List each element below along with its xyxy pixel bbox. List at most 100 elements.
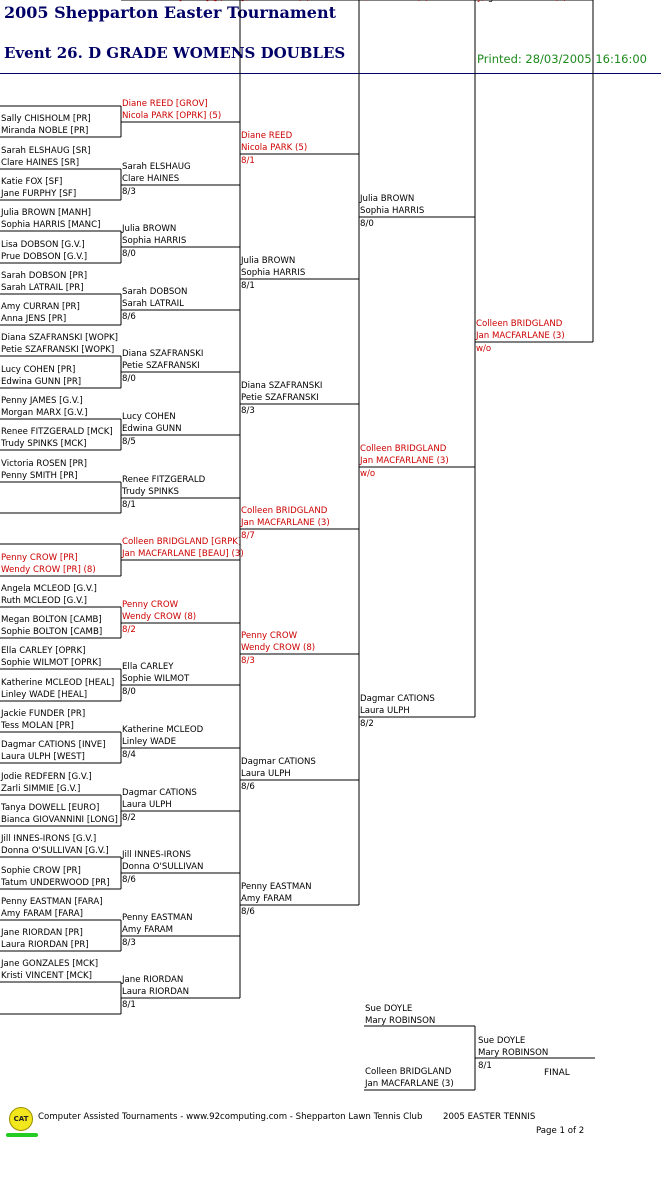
final-winner-player2: Mary ROBINSON	[478, 1048, 548, 1058]
r1-slot-6-player1: Sarah DOBSON [PR]	[1, 271, 87, 281]
r3-slot-4-player2: Wendy CROW (8)	[241, 643, 315, 653]
r2-slot-5-player2: Edwina GUNN	[122, 424, 182, 434]
r1-slot-20-player1: Jackie FUNDER [PR]	[0, 709, 85, 719]
r4-slot-1-score: w/o	[360, 469, 375, 479]
r2-slot-13-player2: Amy FARAM	[122, 925, 173, 935]
r1-slot-1-player1: Sally CHISHOLM [PR]	[1, 114, 91, 124]
r2-slot-2-player2: Sophia HARRIS	[122, 236, 186, 246]
r1-slot-17-player2: Sophie BOLTON [CAMB]	[1, 627, 102, 637]
r1-slot-28-player2: Kristi VINCENT [MCK]	[1, 971, 92, 981]
r3-slot-7-score: 8/0	[241, 0, 255, 3]
r1-slot-7-player2: Anna JENS [PR]	[1, 314, 66, 324]
r2-slot-13-score: 8/3	[122, 938, 136, 948]
r3-slot-6-score: 8/6	[241, 907, 255, 917]
r1-slot-2-player1: Sarah ELSHAUG [SR]	[1, 146, 91, 156]
r2-slot-4-player1: Diana SZAFRANSKI	[122, 349, 203, 359]
final-a-player2: Mary ROBINSON	[365, 1016, 435, 1026]
r1-slot-3-player1: Katie FOX [SF]	[1, 177, 62, 187]
r2-slot-13-player1: Penny EASTMAN	[122, 913, 193, 923]
event-title: Event 26. D GRADE WOMENS DOUBLES	[4, 44, 346, 62]
r1-slot-8-player2: Petie SZAFRANSKI [WOPK]	[1, 345, 114, 355]
r1-slot-18-player1: Ella CARLEY [OPRK]	[1, 646, 86, 656]
r1-slot-25-player2: Tatum UNDERWOOD [PR]	[0, 878, 110, 888]
r2-slot-10-player1: Katherine MCLEOD	[122, 725, 204, 735]
r2-slot-10-player2: Linley WADE	[122, 737, 176, 747]
r2-slot-4-player2: Petie SZAFRANSKI	[122, 361, 200, 371]
r2-slot-5-player1: Lucy COHEN	[122, 412, 176, 422]
r3-slot-6-player2: Amy FARAM	[241, 894, 292, 904]
tournament-title: 2005 Shepparton Easter Tournament	[4, 3, 336, 22]
r4-slot-2-player2: Laura ULPH	[360, 706, 410, 716]
r3-slot-3-player2: Jan MACFARLANE (3)	[240, 518, 330, 528]
r3-slot-5-player2: Laura ULPH	[241, 769, 291, 779]
r1-slot-15-player1: Penny CROW [PR]	[1, 553, 78, 563]
r2-slot-9-player1: Ella CARLEY	[122, 662, 174, 672]
r3-slot-1-score: 8/1	[241, 281, 255, 291]
header-divider	[0, 73, 661, 74]
final-winner-score: 8/1	[478, 1061, 492, 1071]
r2-slot-12-player2: Donna O'SULLIVAN	[122, 862, 203, 872]
cat-logo-icon: CAT	[9, 1107, 33, 1131]
r2-slot-11-player2: Laura ULPH	[122, 800, 172, 810]
r2-slot-10-score: 8/4	[122, 750, 136, 760]
r1-slot-19-player1: Katherine MCLEOD [HEAL]	[1, 678, 114, 688]
r3-slot-7-player1: Christine CUMMINGS	[241, 0, 330, 3]
r6-player2: Jan MACFARLANE (3)	[477, 0, 567, 3]
r5-slot-1-player2: Laura ULPH	[476, 0, 526, 3]
r1-slot-15-player2: Wendy CROW [PR] (8)	[1, 565, 96, 575]
final-b-player1: Colleen BRIDGLAND	[365, 1067, 452, 1077]
r4-slot-1-player1: Colleen BRIDGLAND	[360, 444, 447, 454]
r5-slot-0-player2: Jan MACFARLANE (3)	[475, 331, 565, 341]
r2-slot-11-score: 8/2	[122, 813, 136, 823]
printed-timestamp: Printed: 28/03/2005 16:16:00	[477, 52, 647, 66]
r5-slot-1-score: 8/6	[476, 0, 490, 3]
r1-slot-16-player1: Angela MCLEOD [G.V.]	[1, 584, 97, 594]
r1-slot-19-player2: Linley WADE [HEAL]	[1, 690, 87, 700]
footer-event: 2005 EASTER TENNIS	[443, 1112, 536, 1122]
r1-slot-27-player2: Laura RIORDAN [PR]	[1, 940, 89, 950]
r2-slot-12-score: 8/6	[122, 875, 136, 885]
r1-slot-25-player1: Sophie CROW [PR]	[1, 866, 81, 876]
r4-slot-3-score: 8/2	[360, 0, 374, 3]
r2-slot-12-player1: Jill INNES-IRONS	[121, 850, 191, 860]
final-label: FINAL	[544, 1068, 570, 1078]
r4-slot-0-player2: Sophia HARRIS	[360, 206, 424, 216]
r1-slot-12-player1: Victoria ROSEN [PR]	[1, 459, 87, 469]
r1-slot-9-player1: Lucy COHEN [PR]	[1, 365, 75, 375]
r3-slot-3-player1: Colleen BRIDGLAND	[241, 506, 328, 516]
r1-slot-16-player2: Ruth MCLEOD [G.V.]	[1, 596, 87, 606]
r5-slot-0-player1: Colleen BRIDGLAND	[476, 319, 563, 329]
r3-slot-2-player2: Petie SZAFRANSKI	[241, 393, 319, 403]
r2-slot-14-player2: Laura RIORDAN	[122, 987, 189, 997]
r1-slot-26-player1: Penny EASTMAN [FARA]	[1, 897, 103, 907]
r2-slot-2-score: 8/0	[122, 249, 136, 259]
r1-slot-23-player1: Tanya DOWELL [EURO]	[0, 803, 99, 813]
r2-slot-8-score: 8/2	[122, 625, 136, 635]
r1-slot-20-player2: Tess MOLAN [PR]	[0, 721, 74, 731]
r2-slot-7-player2: Jan MACFARLANE [BEAU] (3)	[121, 549, 244, 559]
r3-slot-0-player1: Diane REED	[241, 131, 293, 141]
r1-slot-21-player1: Dagmar CATIONS [INVE]	[1, 740, 106, 750]
footer-credit: Computer Assisted Tournaments - www.92co…	[38, 1112, 423, 1122]
r2-slot-1-player1: Sarah ELSHAUG	[122, 162, 191, 172]
r2-slot-3-score: 8/6	[122, 312, 136, 322]
r4-slot-2-score: 8/2	[360, 719, 374, 729]
r1-slot-1-player2: Miranda NOBLE [PR]	[1, 126, 88, 136]
r1-slot-7-player1: Amy CURRAN [PR]	[1, 302, 80, 312]
r3-slot-4-player1: Penny CROW	[241, 631, 298, 641]
r1-slot-4-player2: Sophia HARRIS [MANC]	[1, 220, 100, 230]
r1-slot-23-player2: Bianca GIOVANNINI [LONG]	[1, 815, 118, 825]
r1-slot-21-player2: Laura ULPH [WEST]	[1, 752, 85, 762]
r3-slot-7-player2: Pat SHARPIN (2)	[241, 0, 310, 3]
r4-slot-0-score: 8/0	[360, 219, 374, 229]
final-b-player2: Jan MACFARLANE (3)	[364, 1079, 454, 1089]
r2-slot-6-player2: Trudy SPINKS	[121, 487, 179, 497]
r1-slot-12-player2: Penny SMITH [PR]	[1, 471, 78, 481]
r1-slot-22-player2: Zarli SIMMIE [G.V.]	[1, 784, 80, 794]
r4-slot-1-player2: Jan MACFARLANE (3)	[359, 456, 449, 466]
r1-slot-18-player2: Sophie WILMOT [OPRK]	[1, 658, 101, 668]
r2-slot-3-player1: Sarah DOBSON	[122, 287, 187, 297]
r4-slot-0-player1: Julia BROWN	[359, 194, 414, 204]
r4-slot-2-player1: Dagmar CATIONS	[360, 694, 435, 704]
r1-slot-10-player1: Penny JAMES [G.V.]	[1, 396, 83, 406]
